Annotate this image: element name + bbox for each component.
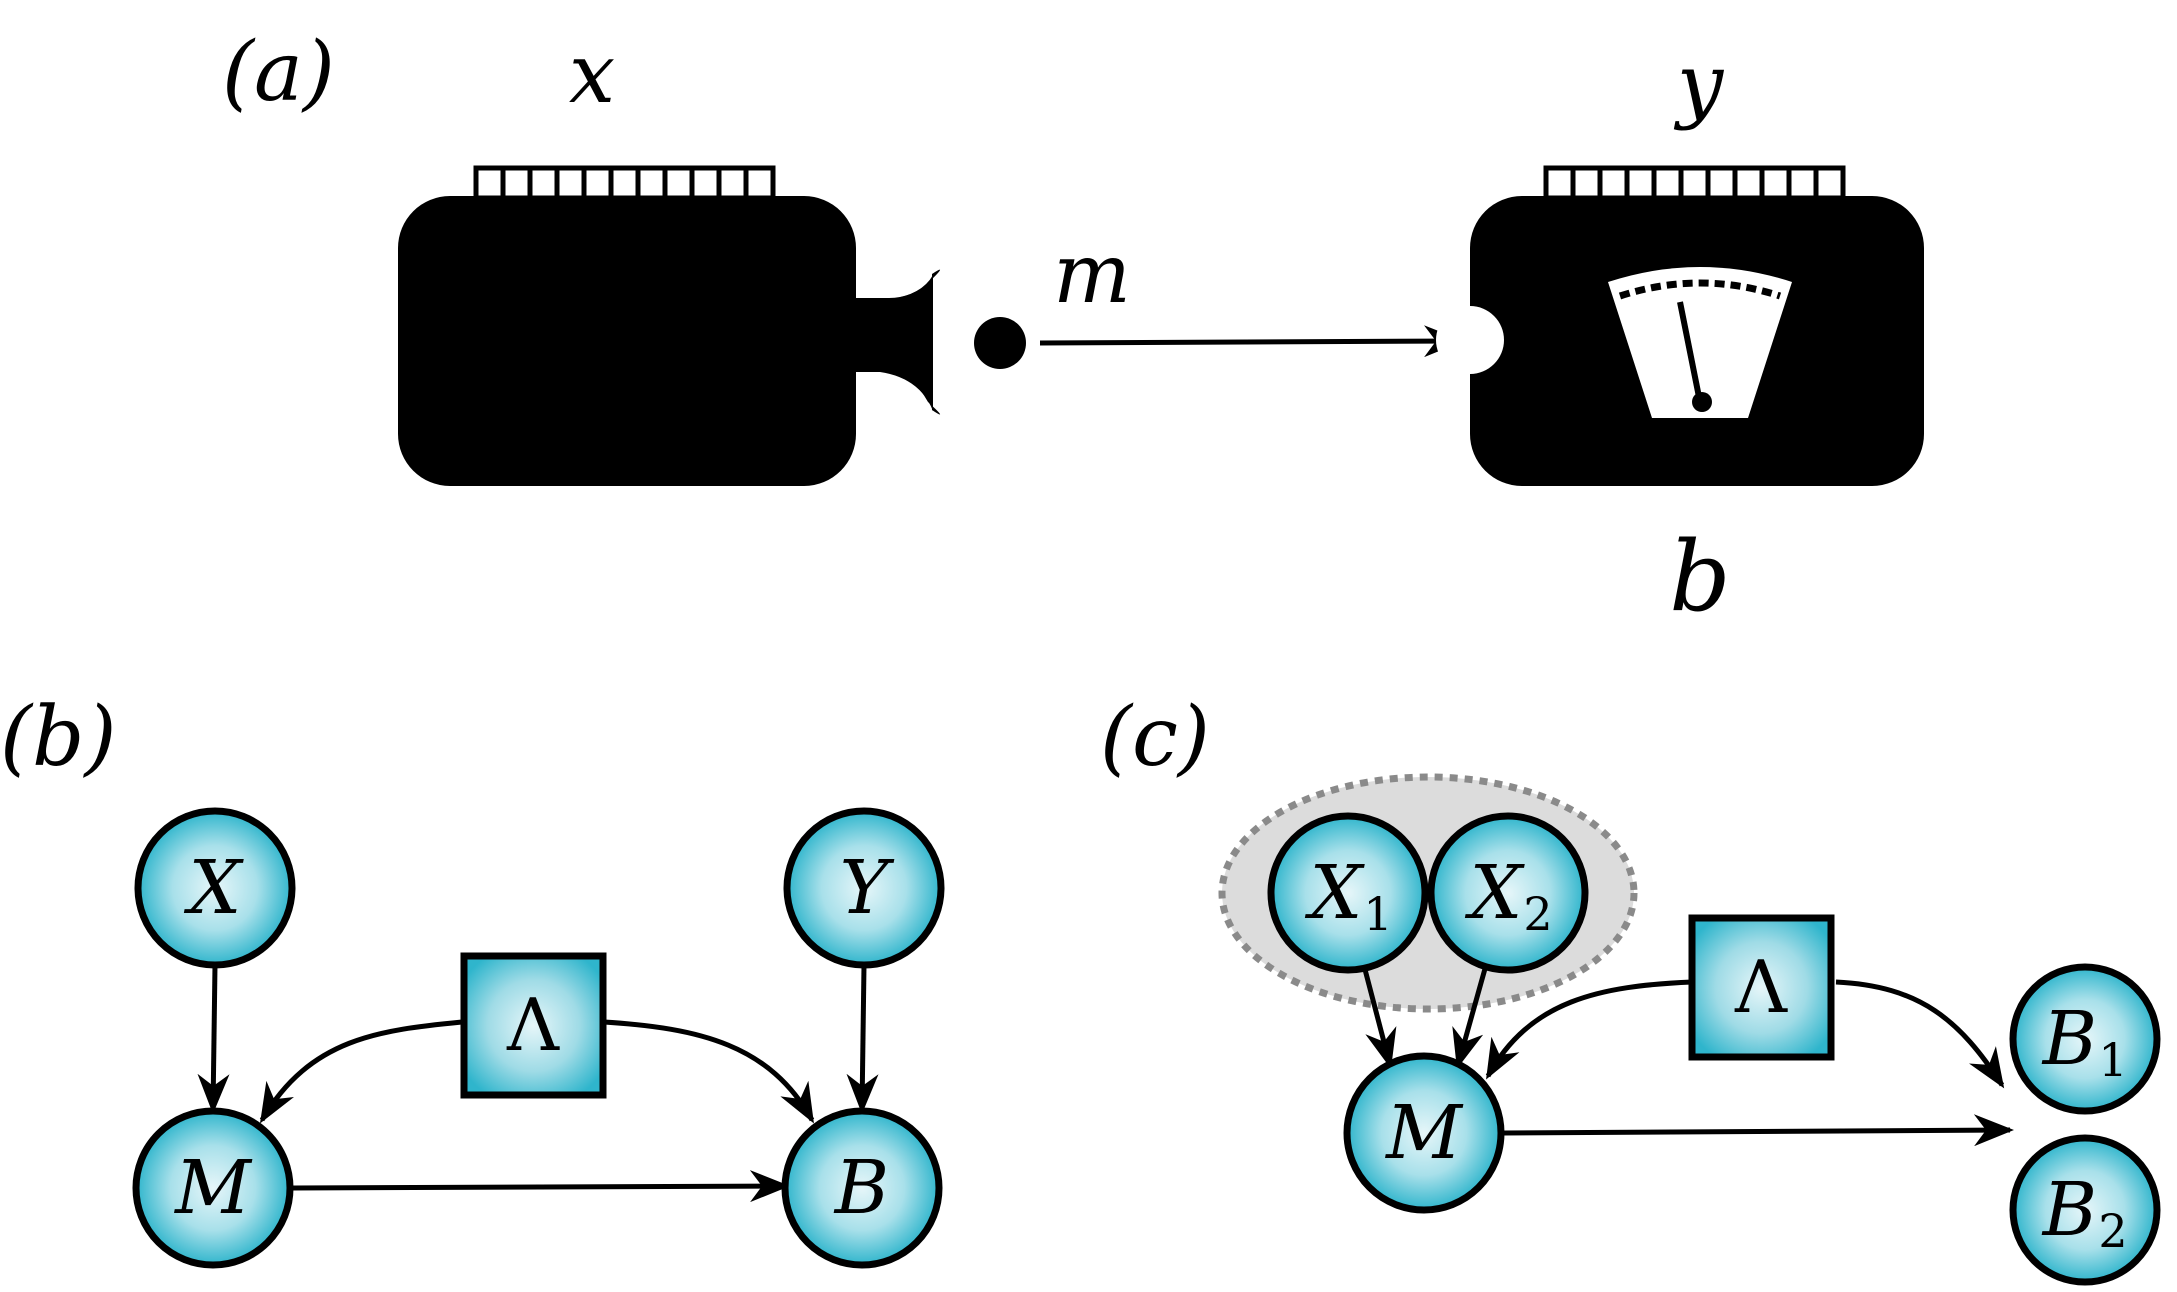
var-y-label: y: [1673, 37, 1725, 132]
svg-text:B: B: [2041, 996, 2097, 1082]
receiver-device-icon: [1436, 165, 1924, 486]
node-Y: Y: [783, 807, 945, 969]
svg-text:2: 2: [1523, 887, 1552, 941]
svg-text:B: B: [2041, 1167, 2097, 1253]
var-x-label: x: [569, 27, 615, 122]
node-B1: B 1: [2009, 963, 2161, 1115]
meter-icon: [1608, 267, 1792, 418]
node-X1: X 1: [1267, 812, 1429, 974]
svg-text:Λ: Λ: [1734, 945, 1788, 1029]
panel-a-label: (a): [222, 25, 335, 120]
speaker-icon: [852, 275, 933, 411]
message-dot: [974, 317, 1026, 369]
node-B2: B 2: [2009, 1134, 2161, 1286]
svg-text:Y: Y: [840, 845, 895, 931]
node-B: B: [781, 1107, 943, 1269]
edge-lambda-b1: [1835, 979, 2005, 1089]
edge-lambda-m: [259, 1019, 463, 1124]
edge-y-b: [846, 964, 879, 1114]
message-arrow: [1039, 325, 1464, 358]
sender-device-icon: [398, 165, 941, 486]
panel-c-label: (c): [1100, 690, 1210, 785]
node-lambda: Λ: [1688, 914, 1835, 1061]
panel-b-label: (b): [0, 690, 116, 785]
svg-text:M: M: [1384, 1090, 1464, 1176]
node-M: M: [1343, 1052, 1505, 1214]
panel-c: (c) X 1 X 2 M B 1 B: [1100, 690, 2161, 1286]
svg-text:B: B: [833, 1145, 889, 1231]
node-lambda: Λ: [460, 952, 607, 1099]
svg-text:2: 2: [2098, 1204, 2127, 1258]
panel-b: (b) X Y M B Λ: [0, 690, 945, 1269]
node-X2: X 2: [1427, 812, 1589, 974]
svg-text:X: X: [184, 845, 245, 931]
edge-x-m: [197, 964, 230, 1114]
edge-m-b: [292, 1170, 790, 1203]
svg-text:1: 1: [2098, 1033, 2127, 1087]
svg-text:Λ: Λ: [506, 983, 560, 1067]
var-b-label: b: [1669, 521, 1730, 633]
edge-x1-m: [1359, 957, 1397, 1069]
edge-m-b: [1503, 1114, 2014, 1147]
edge-lambda-m: [1485, 979, 1693, 1080]
panel-a: (a) x m: [222, 25, 1924, 633]
svg-text:1: 1: [1363, 887, 1392, 941]
var-m-label: m: [1053, 227, 1131, 322]
node-M: M: [132, 1107, 294, 1269]
svg-text:X: X: [1305, 850, 1366, 936]
svg-text:M: M: [173, 1145, 253, 1231]
edge-x2-m: [1452, 957, 1491, 1069]
node-X: X: [134, 807, 296, 969]
svg-text:X: X: [1465, 850, 1526, 936]
edge-lambda-b: [603, 1019, 815, 1124]
